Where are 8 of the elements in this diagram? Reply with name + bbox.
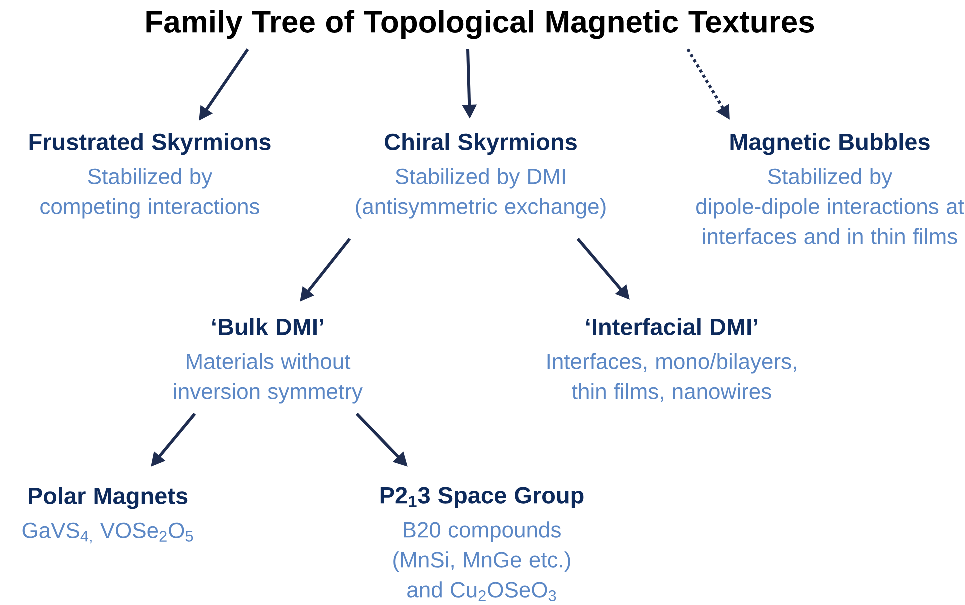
node-text: P2$_{1}$3 Space Group B20 compounds (MnSi, MnGe etc.) and Cu$_{2}$OSeO$_{3}$ <box>380 487 584 602</box>
title-text: Family Tree of Topological Magnetic Textures <box>146 10 814 40</box>
node-text: ‘Bulk DMI’ Materials without inversion symmetry <box>174 318 363 404</box>
node-text: Chiral Skyrmions Stabilized by DMI (antisymmetric exchange) <box>356 133 606 219</box>
node-text: ‘Interfacial DMI’ Interfaces, mono/bilayers, thin films, nanowires <box>548 318 796 402</box>
node-text: Polar Magnets GaVS$_{4,}$ VOSe$_{2}$O$_{5}$ <box>22 487 194 544</box>
node-text: Magnetic Bubbles Stabilized by dipole-dipole interactions at interfaces and in thin films <box>696 133 964 244</box>
node-text: Frustrated Skyrmions Stabilized by competing interactions <box>30 133 271 219</box>
